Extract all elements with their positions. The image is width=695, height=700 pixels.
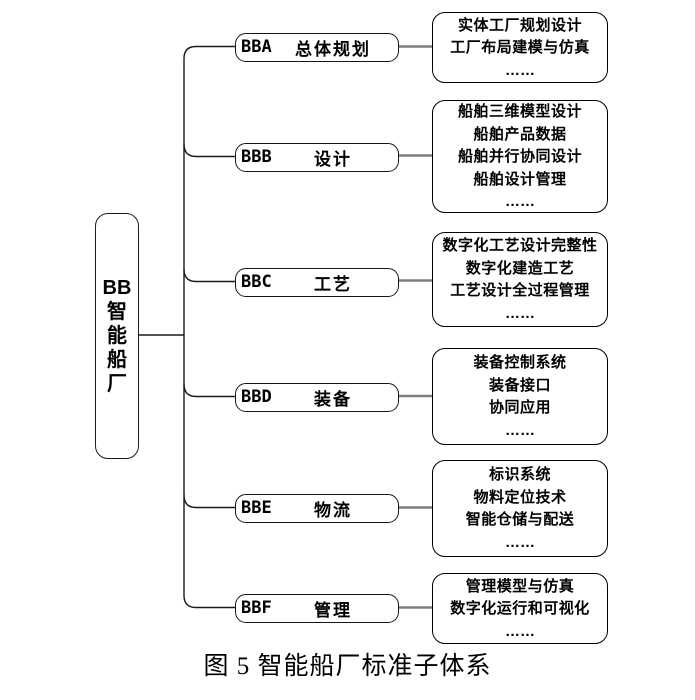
branch-node-bbd-equipment: BBD 装备 (235, 383, 399, 412)
detail-line: 工厂布局建模与仿真 (450, 39, 590, 56)
trunk-line (183, 45, 236, 609)
figure-caption: 图 5 智能船厂标准子体系 (203, 653, 492, 680)
detail-line: 船舶三维模型设计 (457, 103, 582, 120)
branch-line-bbe (183, 494, 236, 509)
branch-line-bbd (183, 383, 236, 398)
branch-code: BBD (241, 387, 272, 407)
detail-ellipsis: …… (505, 193, 535, 210)
detail-line: 数字化建造工艺 (465, 259, 575, 277)
detail-ellipsis: …… (505, 533, 535, 551)
detail-line: 船舶并行协同设计 (457, 148, 582, 165)
detail-line: 数字化工艺设计完整性 (442, 237, 598, 255)
branch-code: BBA (241, 37, 272, 57)
branch-name: 装备 (314, 390, 352, 409)
detail-box-bbc: 数字化工艺设计完整性 数字化建造工艺 工艺设计全过程管理 …… (432, 232, 608, 327)
detail-ellipsis: …… (505, 421, 535, 439)
branch-name: 物流 (314, 501, 352, 520)
detail-line: 智能仓储与配送 (465, 511, 575, 529)
branch-line-bbc (183, 268, 236, 283)
branch-name: 工艺 (314, 275, 352, 294)
branch-name: 管理 (314, 601, 352, 620)
detail-line: 装备控制系统 (473, 354, 567, 372)
detail-line: 数字化运行和可视化 (450, 600, 590, 617)
detail-line: 工艺设计全过程管理 (450, 282, 590, 300)
detail-line: 管理模型与仿真 (465, 577, 575, 595)
branch-code: BBF (241, 598, 272, 618)
branch-node-bbb-design: BBB 设计 (235, 143, 399, 172)
detail-ellipsis: …… (505, 304, 535, 322)
detail-box-bbb: 船舶三维模型设计 船舶产品数据 船舶并行协同设计 船舶设计管理 …… (432, 100, 608, 213)
branch-node-bbf-management: BBF 管理 (235, 594, 399, 623)
detail-line: 船舶设计管理 (473, 170, 567, 188)
detail-line: 物料定位技术 (473, 488, 567, 506)
detail-line: 装备接口 (488, 376, 551, 394)
detail-box-bbd: 装备控制系统 装备接口 协同应用 …… (432, 348, 608, 445)
detail-box-bba: 实体工厂规划设计 工厂布局建模与仿真 …… (432, 12, 608, 83)
root-node-line: 能 (107, 325, 127, 347)
branch-code: BBB (241, 147, 272, 167)
branch-node-bbc-process: BBC 工艺 (235, 268, 399, 297)
root-node-bb-smart-shipyard: BB 智 能 船 厂 (95, 213, 139, 459)
detail-ellipsis: …… (505, 61, 535, 79)
branch-line-bbb (183, 143, 236, 158)
branch-name: 总体规划 (295, 40, 371, 59)
branch-name: 设计 (314, 150, 352, 169)
detail-line: 标识系统 (488, 466, 551, 484)
branch-node-bbe-logistics: BBE 物流 (235, 494, 399, 523)
detail-ellipsis: …… (505, 622, 535, 640)
branch-node-bba-overall-planning: BBA 总体规划 (235, 33, 399, 62)
branch-code: BBC (241, 272, 272, 292)
detail-box-bbf: 管理模型与仿真 数字化运行和可视化 …… (432, 573, 608, 644)
detail-line: 实体工厂规划设计 (457, 16, 582, 34)
detail-box-bbe: 标识系统 物料定位技术 智能仓储与配送 …… (432, 460, 608, 557)
root-node-line: BB (102, 277, 132, 299)
root-node-line: 厂 (107, 373, 127, 395)
branch-code: BBE (241, 498, 272, 518)
detail-line: 船舶产品数据 (473, 125, 567, 143)
root-node-line: 船 (107, 349, 127, 371)
root-node-line: 智 (107, 301, 127, 323)
detail-line: 协同应用 (488, 399, 551, 417)
